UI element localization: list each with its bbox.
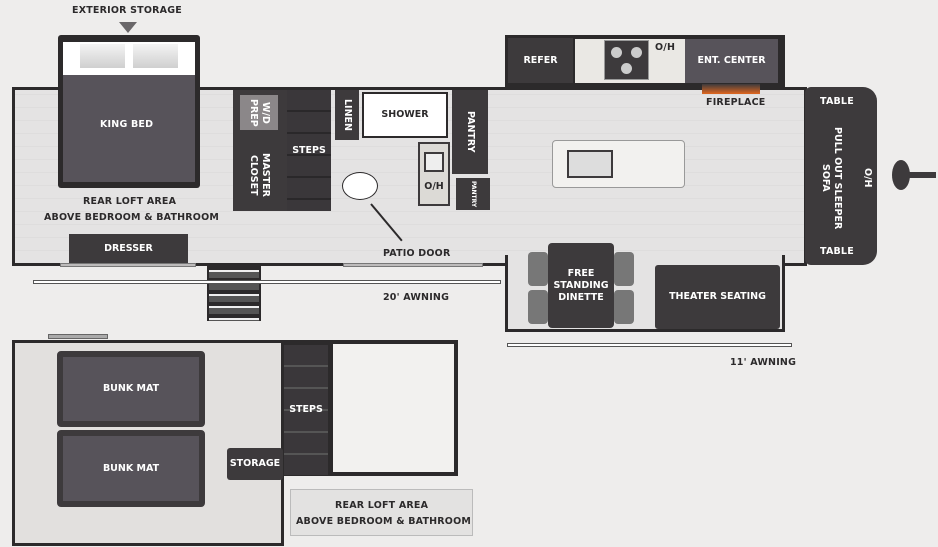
loft-storage: STORAGE [227, 448, 283, 480]
theater-seating[interactable]: THEATER SEATING [655, 265, 780, 329]
awning-20 [33, 280, 501, 284]
arrow-down-icon [119, 22, 137, 33]
awning-11-label: 11' AWNING [730, 357, 797, 368]
master-closet: MASTER CLOSET [248, 153, 271, 197]
patio-door[interactable] [343, 263, 483, 267]
pantry: PANTRY [452, 90, 488, 174]
refrigerator[interactable]: REFER [508, 38, 573, 83]
sleeper-sofa[interactable]: PULL OUT SLEEPER SOFA [820, 126, 843, 230]
dresser: DRESSER [69, 234, 188, 264]
hitch-jack [892, 160, 910, 190]
loft-rear-loft-label: REAR LOFT AREA [335, 500, 429, 511]
exterior-storage-label: EXTERIOR STORAGE [72, 5, 182, 16]
chair [528, 290, 548, 324]
table-bottom[interactable]: TABLE [820, 246, 854, 257]
front-sofa-area [805, 87, 877, 265]
fireplace-label: FIREPLACE [706, 97, 766, 108]
island-sink [567, 150, 613, 178]
rear-window [60, 263, 196, 267]
pillow [80, 44, 125, 68]
rear-loft-sublabel: ABOVE BEDROOM & BATHROOM [44, 212, 220, 223]
pillow [133, 44, 178, 68]
bunk-mat-1[interactable]: BUNK MAT [57, 351, 205, 427]
dinette-table[interactable]: FREE STANDING DINETTE [548, 243, 614, 328]
bunk-mat-2[interactable]: BUNK MAT [57, 430, 205, 507]
rear-loft-label: REAR LOFT AREA [83, 196, 177, 207]
linen-closet: LINEN [335, 90, 359, 140]
shower: SHOWER [362, 92, 448, 138]
chair [528, 252, 548, 286]
king-bed-label: KING BED [100, 119, 154, 130]
loft-opening [333, 344, 454, 472]
table-top[interactable]: TABLE [820, 96, 854, 107]
fireplace [702, 84, 760, 94]
loft-rear-loft-sublabel: ABOVE BEDROOM & BATHROOM [296, 516, 472, 527]
patio-door-label[interactable]: PATIO DOOR [383, 248, 451, 259]
chair [614, 252, 634, 286]
oh-kitchen-label: O/H [655, 42, 676, 53]
awning-11 [507, 343, 792, 347]
hitch-coupler [908, 172, 936, 178]
rear-loft-box [290, 489, 473, 536]
entertainment-center[interactable]: ENT. CENTER [685, 39, 778, 83]
entry-steps[interactable] [207, 266, 261, 321]
toilet [342, 172, 378, 200]
wd-prep: W/D PREP [240, 95, 278, 130]
cooktop[interactable] [604, 40, 649, 80]
sink-icon [424, 152, 444, 172]
loft-steps[interactable]: STEPS [284, 345, 328, 475]
oh-front-label: O/H [862, 168, 873, 188]
awning-20-label: 20' AWNING [383, 292, 450, 303]
steps[interactable]: STEPS [287, 90, 331, 211]
chair [614, 290, 634, 324]
loft-window [48, 334, 108, 339]
pantry-small: PANTRY [456, 178, 490, 210]
